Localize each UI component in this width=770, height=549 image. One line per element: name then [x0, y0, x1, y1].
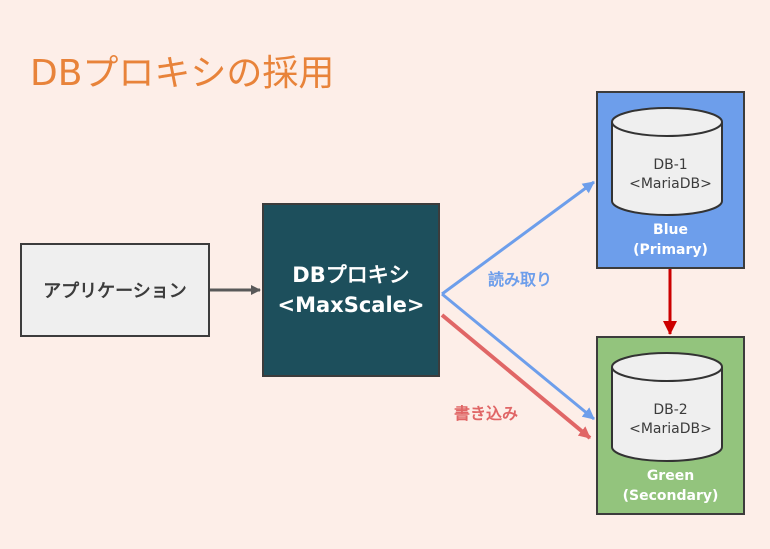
db2-engine: <MariaDB> [629, 421, 712, 437]
read-arrow-to-db2 [441, 292, 595, 421]
db2-color-label: Green [646, 468, 695, 484]
db2-role-label: Green (Secondary) [598, 466, 743, 506]
db2-role: (Secondary) [622, 488, 719, 504]
db-proxy-node: DBプロキシ <MaxScale> [262, 203, 440, 377]
write-arrow-to-db2 [440, 313, 592, 440]
application-label: アプリケーション [43, 281, 187, 302]
proxy-label-line2: <MaxScale> [277, 293, 425, 317]
db2-name: DB-2 [653, 402, 688, 418]
db1-cylinder-text: DB-1 <MariaDB> [598, 156, 743, 194]
application-node: アプリケーション [20, 243, 210, 337]
read-edge-label: 読み取り [488, 270, 553, 289]
proxy-label-line1: DBプロキシ [292, 263, 410, 287]
db1-name: DB-1 [653, 157, 688, 173]
db1-blue-node: DB-1 <MariaDB> Blue (Primary) [596, 91, 745, 269]
db1-role-label: Blue (Primary) [598, 220, 743, 260]
db1-role: (Primary) [633, 242, 708, 258]
db2-green-node: DB-2 <MariaDB> Green (Secondary) [596, 336, 745, 515]
read-arrow-to-db1 [441, 180, 595, 296]
db1-engine: <MariaDB> [629, 176, 712, 192]
write-edge-label: 書き込み [454, 404, 519, 423]
db1-cylinder-icon [611, 107, 723, 216]
db1-color-label: Blue [653, 222, 688, 238]
db2-cylinder-text: DB-2 <MariaDB> [598, 401, 743, 439]
db2-cylinder-icon [611, 352, 723, 462]
page-title: DBプロキシの採用 [30, 53, 335, 94]
